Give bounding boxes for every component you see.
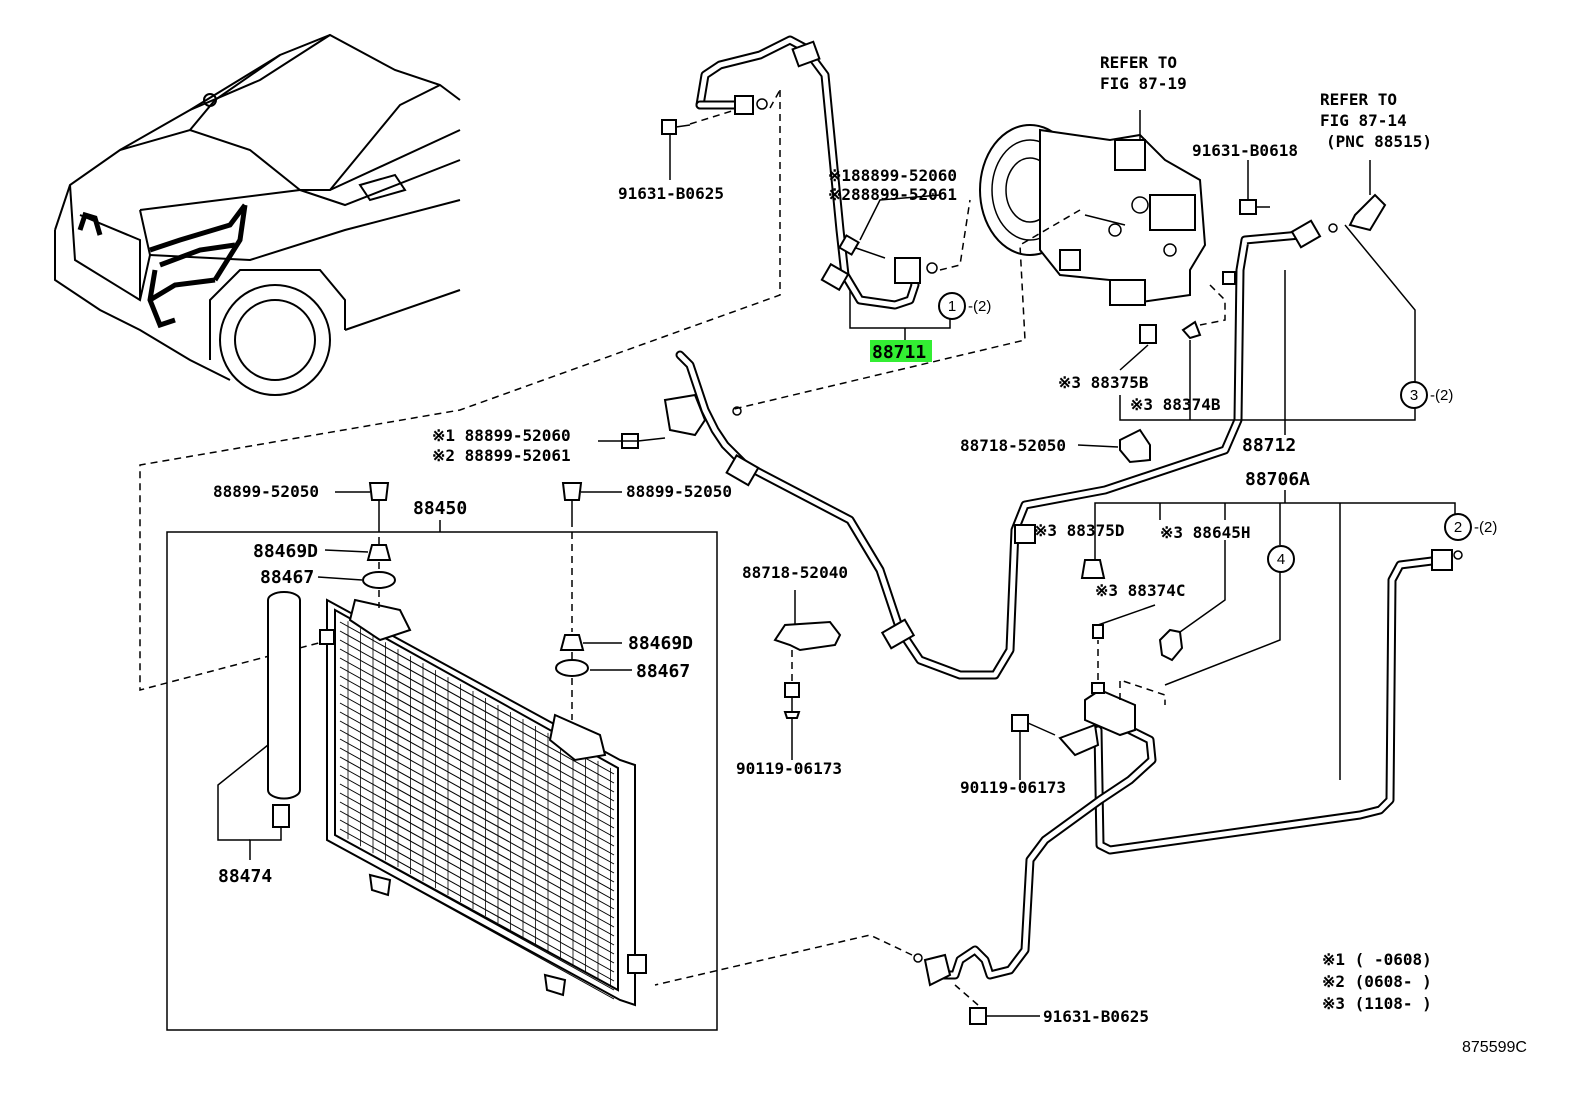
callout-1-number: 1 xyxy=(948,298,956,315)
figure-code: 875599C xyxy=(1462,1039,1527,1056)
label-88474: 88474 xyxy=(218,866,272,887)
callout-2: 2 -(2) xyxy=(1444,513,1497,541)
highlight-88711 xyxy=(870,340,932,362)
label-88375d: ※3 88375D xyxy=(1034,521,1124,540)
label-88706a: 88706A xyxy=(1245,469,1310,490)
label-88899-52061-mid: ※2 88899-52061 xyxy=(432,446,571,465)
note-3: ※3 (1108- ) xyxy=(1322,994,1432,1013)
callout-1-qty: -(2) xyxy=(968,298,991,315)
label-88899-52060-mid: ※1 88899-52060 xyxy=(432,426,571,445)
callout-4-number: 4 xyxy=(1277,551,1285,568)
label-refer-fig-87-19-line2: FIG 87-19 xyxy=(1100,74,1187,93)
valve-parts-88712 xyxy=(1119,160,1416,464)
condenser-fin-line xyxy=(339,846,615,1000)
label-88467-right: 88467 xyxy=(636,661,690,682)
bracket-88718-52040 xyxy=(773,590,842,760)
callout-4: 4 xyxy=(1267,545,1295,573)
label-88467-left: 88467 xyxy=(260,567,314,588)
label-90119-06173-right: 90119-06173 xyxy=(960,778,1066,797)
label-91631-b0625-top: 91631-B0625 xyxy=(618,184,724,203)
label-88711[interactable]: 88711 xyxy=(872,342,926,363)
label-refer-fig-87-19-line1: REFER TO xyxy=(1100,53,1177,72)
label-refer-fig-87-14-line1: REFER TO xyxy=(1320,90,1397,109)
label-88469d-left: 88469D xyxy=(253,541,318,562)
vehicle-illustration xyxy=(54,33,781,691)
note-1: ※1 ( -0608) xyxy=(1322,950,1432,969)
callout-3: 3 -(2) xyxy=(1400,381,1453,409)
note-2: ※2 (0608- ) xyxy=(1322,972,1432,991)
condenser-fin-line xyxy=(339,837,615,991)
label-91631-b0618: 91631-B0618 xyxy=(1192,141,1298,160)
condenser-fins xyxy=(339,621,615,1000)
callout-2-qty: -(2) xyxy=(1474,519,1497,536)
label-88374b: ※3 88374B xyxy=(1130,395,1221,414)
discharge-hose-88711 xyxy=(661,35,971,345)
label-88718-52040: 88718-52040 xyxy=(742,563,848,582)
compressor-illustration xyxy=(729,110,1207,411)
label-88899-52061-top: ※288899-52061 xyxy=(828,185,957,204)
label-88450: 88450 xyxy=(413,498,467,519)
callout-3-qty: -(2) xyxy=(1430,387,1453,404)
label-88375b: ※3 88375B xyxy=(1058,373,1149,392)
label-88712: 88712 xyxy=(1242,435,1296,456)
callout-3-number: 3 xyxy=(1410,387,1418,404)
bolt-91631-b0625-top xyxy=(661,109,736,180)
callout-2-number: 2 xyxy=(1454,519,1462,536)
label-88899-52050-left: 88899-52050 xyxy=(213,482,319,501)
label-88469d-right: 88469D xyxy=(628,633,693,654)
condenser-88450 xyxy=(166,482,718,1031)
bolt-88899-52060-mid xyxy=(598,433,666,449)
label-90119-06173-left: 90119-06173 xyxy=(736,759,842,778)
pipe-88712 xyxy=(598,219,1338,680)
pipe-88706a xyxy=(654,490,1463,1025)
label-88899-52060-top: ※188899-52060 xyxy=(828,166,957,185)
label-88718-52050: 88718-52050 xyxy=(960,436,1066,455)
label-refer-fig-87-14-line3: (PNC 88515) xyxy=(1326,132,1432,151)
label-88645h: ※3 88645H xyxy=(1160,523,1250,542)
label-88899-52050-right: 88899-52050 xyxy=(626,482,732,501)
bolt-88899-52060-top xyxy=(838,194,941,259)
label-91631-b0625-bottom: 91631-B0625 xyxy=(1043,1007,1149,1026)
label-refer-fig-87-14-line2: FIG 87-14 xyxy=(1320,111,1407,130)
label-88374c: ※3 88374C xyxy=(1095,581,1185,600)
callout-1: 1 -(2) xyxy=(938,292,991,320)
